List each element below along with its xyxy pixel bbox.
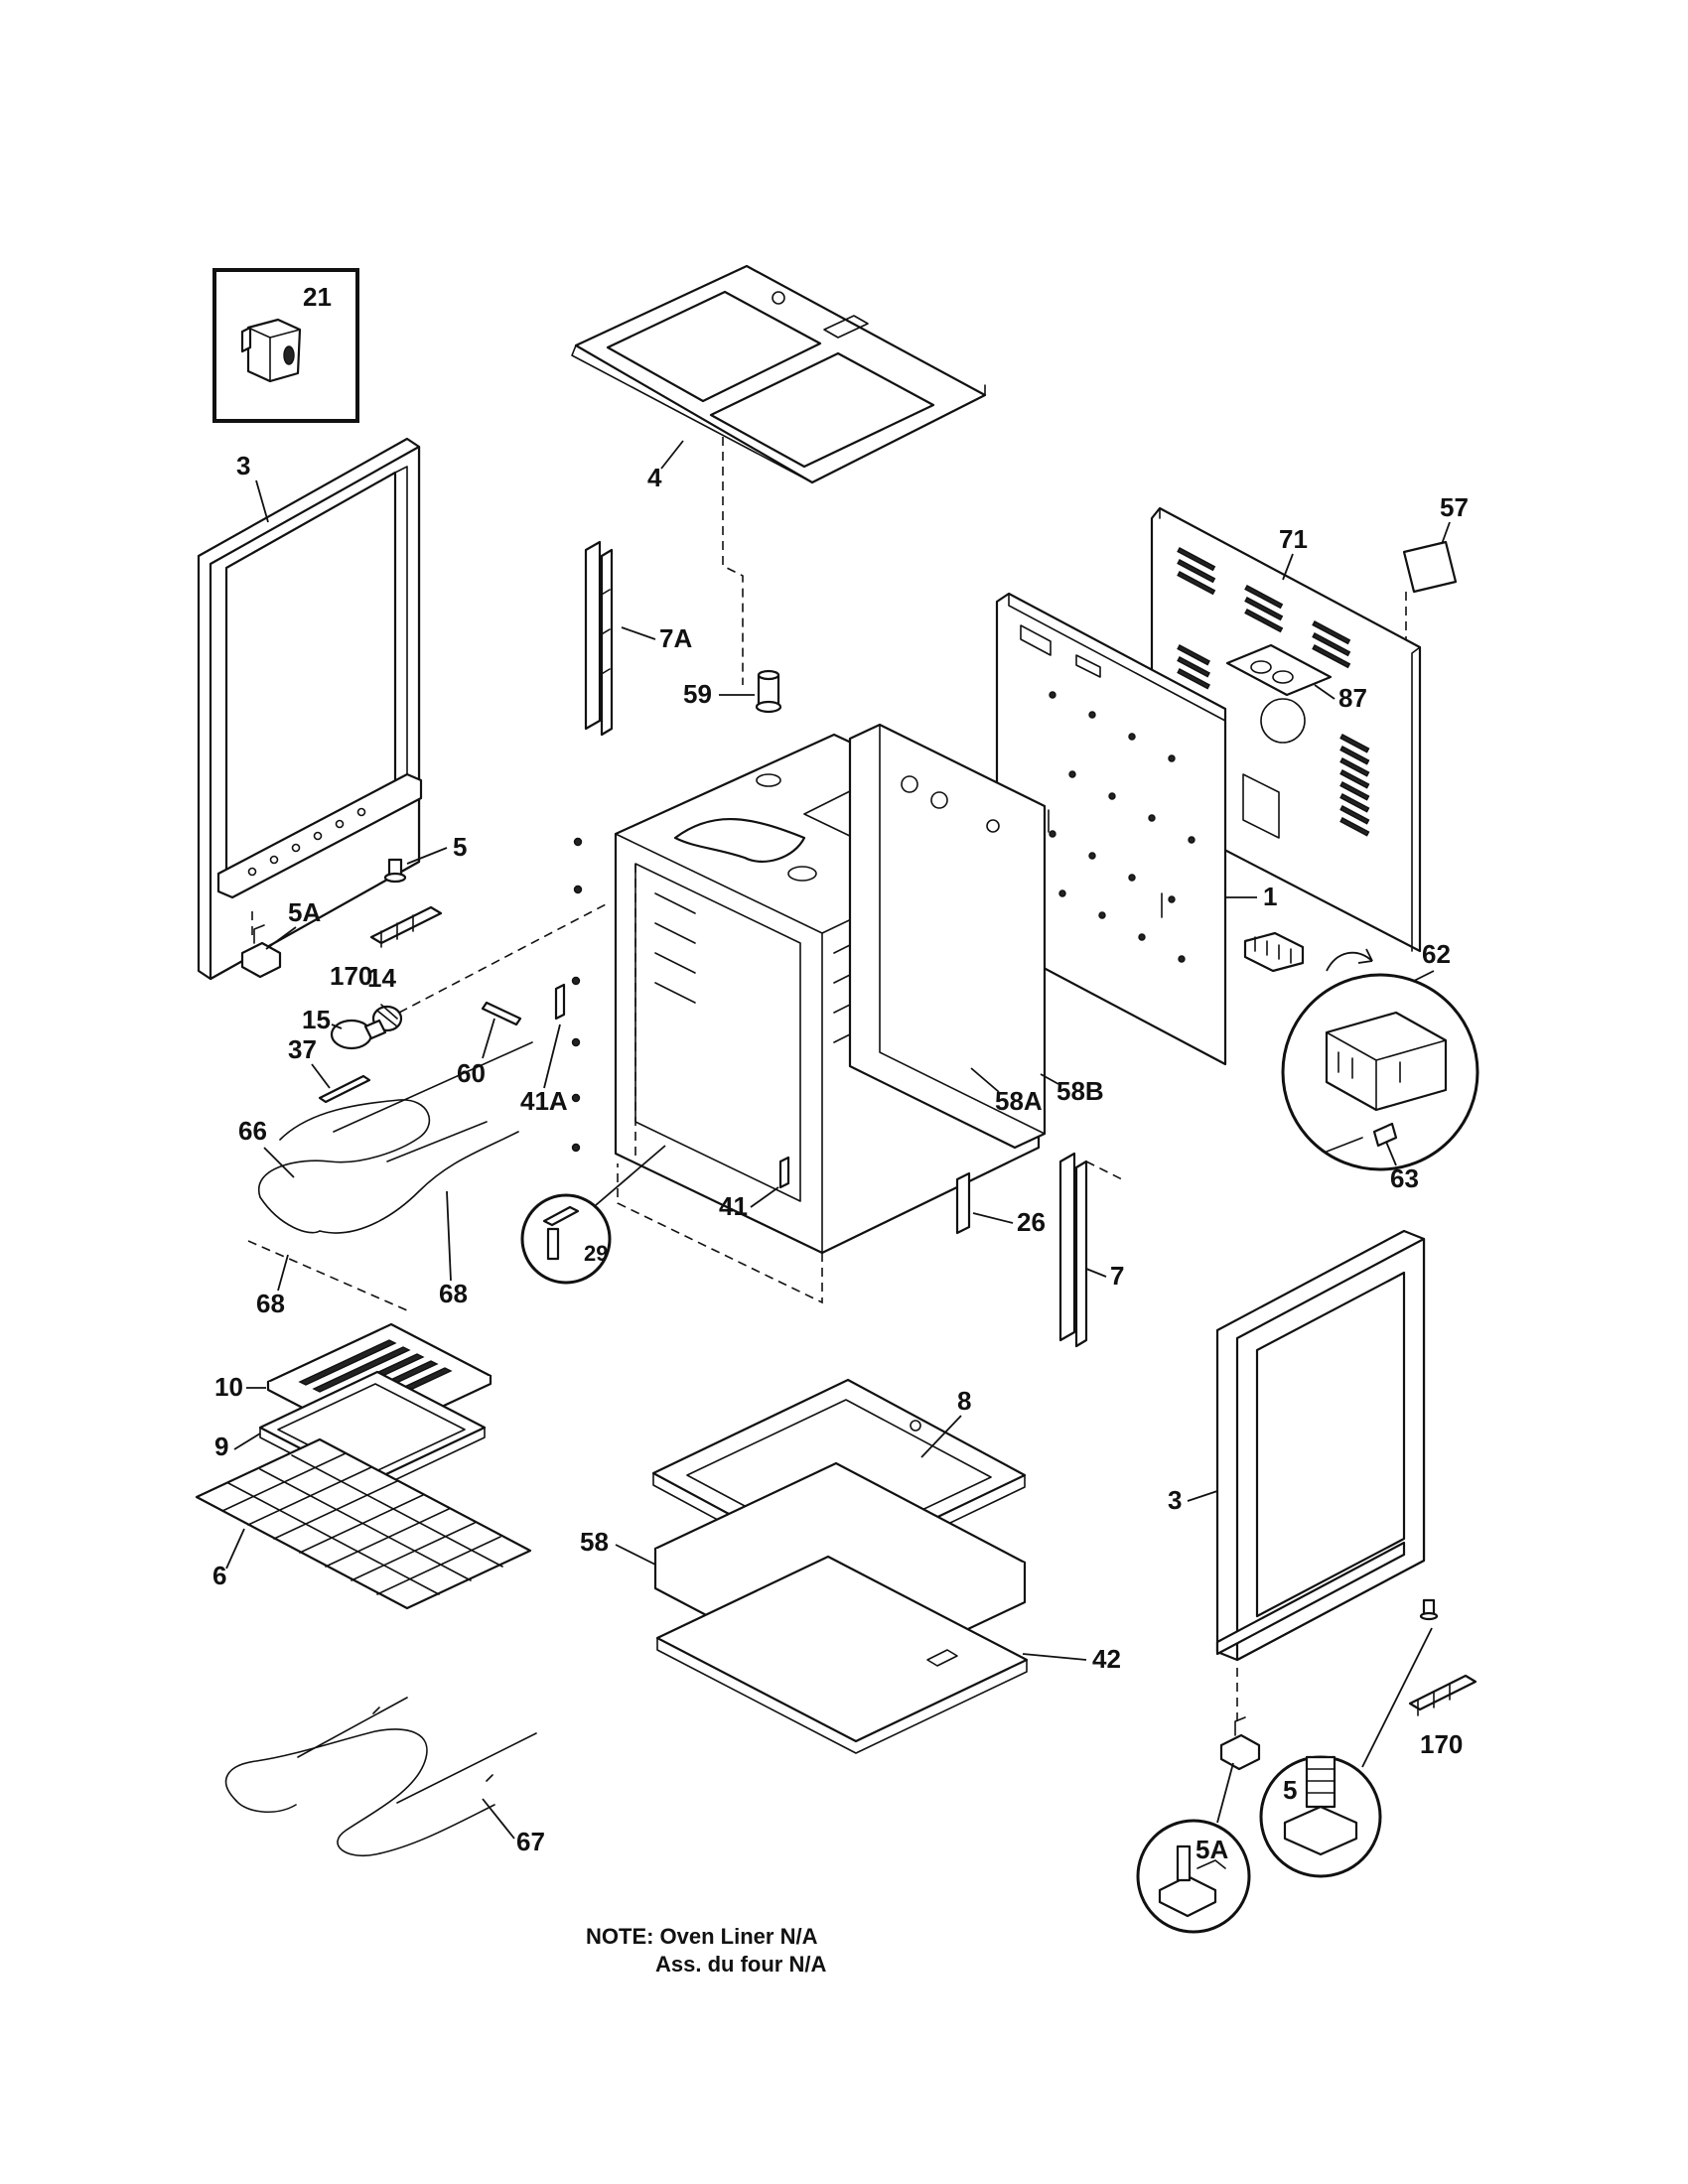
label-170-right: 170	[1420, 1729, 1463, 1759]
callout-5: 5	[1259, 1627, 1433, 1878]
back-panel-1: 1	[995, 592, 1277, 1066]
label-29: 29	[584, 1241, 608, 1266]
label-41: 41	[719, 1191, 748, 1221]
label-67: 67	[516, 1827, 545, 1856]
plate-57: 57	[1402, 492, 1469, 731]
part-26: 26	[955, 1171, 1046, 1237]
label-9: 9	[214, 1432, 228, 1461]
note-line-1: NOTE: Oven Liner N/A	[586, 1924, 818, 1949]
label-37: 37	[288, 1034, 317, 1064]
label-68-left: 68	[256, 1289, 285, 1318]
bracket-41: 41	[719, 1156, 790, 1221]
label-5A-left: 5A	[288, 897, 321, 927]
anti-tip-170-right: 170	[1408, 1674, 1477, 1759]
leg-5-small: 5	[383, 832, 467, 884]
label-71: 71	[1279, 524, 1308, 554]
label-170-left: 170	[330, 961, 372, 991]
bracket-41A: 41A	[520, 983, 568, 1116]
label-4: 4	[647, 463, 662, 492]
left-door-3: 3	[197, 437, 423, 981]
label-10: 10	[214, 1372, 243, 1402]
leg-bracket-5A-small: 5A	[240, 897, 321, 979]
callout-5A: 5A	[1136, 1762, 1251, 1934]
label-41A: 41A	[520, 1086, 568, 1116]
label-3-right: 3	[1168, 1485, 1182, 1515]
clip-60: 60	[457, 1001, 522, 1088]
label-63: 63	[1390, 1163, 1419, 1193]
door-bottom-42: 42	[655, 1555, 1121, 1754]
socket-59: 59	[683, 669, 782, 714]
label-58A: 58A	[995, 1086, 1043, 1116]
label-14: 14	[367, 963, 396, 993]
label-87: 87	[1338, 683, 1367, 713]
label-5A-right: 5A	[1196, 1835, 1228, 1864]
label-15: 15	[302, 1005, 331, 1034]
screws-left	[571, 837, 583, 1153]
label-58: 58	[580, 1527, 609, 1557]
rack-support-7A: 7A	[584, 540, 692, 737]
leg-bracket-5A-small-right	[1219, 1716, 1261, 1771]
inset-part-21: 21	[212, 268, 359, 423]
oven-rack-6: 6	[195, 1437, 532, 1610]
sensor-37: 37	[288, 1034, 371, 1104]
label-7A: 7A	[659, 623, 692, 653]
terminal-block-small	[1243, 931, 1305, 973]
label-7: 7	[1110, 1261, 1124, 1291]
label-5-right: 5	[1283, 1775, 1297, 1805]
note-line-2: Ass. du four N/A	[655, 1952, 826, 1977]
label-68-right: 68	[439, 1279, 468, 1308]
label-26: 26	[1017, 1207, 1046, 1237]
top-panel-4: 4	[571, 264, 987, 492]
label-62: 62	[1422, 939, 1451, 969]
knob-21-icon	[240, 318, 302, 383]
callout-29: 29	[520, 1145, 666, 1285]
label-58B: 58B	[1056, 1076, 1104, 1106]
leg-5-small-right	[1419, 1598, 1439, 1621]
label-3-left: 3	[236, 451, 250, 480]
anti-tip-170-left: 170	[330, 905, 443, 991]
note: NOTE: Oven Liner N/A Ass. du four N/A	[586, 1924, 826, 1977]
gasket-87: 87	[1225, 643, 1367, 713]
label-21: 21	[303, 282, 332, 312]
label-66: 66	[238, 1116, 267, 1146]
label-57: 57	[1440, 492, 1469, 522]
right-door-3: 3	[1168, 1229, 1426, 1662]
element-66: 66	[238, 1041, 533, 1234]
lamp-socket-14: 14	[367, 963, 403, 1032]
broil-element-67: 67	[224, 1697, 545, 1857]
label-60: 60	[457, 1058, 486, 1088]
label-8: 8	[957, 1386, 971, 1416]
label-42: 42	[1092, 1644, 1121, 1674]
rack-support-7: 7	[1058, 1152, 1124, 1348]
bulb-15: 15	[302, 1005, 387, 1050]
label-59: 59	[683, 679, 712, 709]
callout-62: 62 63	[1281, 939, 1479, 1193]
label-6: 6	[212, 1561, 226, 1590]
label-1: 1	[1263, 882, 1277, 911]
insulation-58B: 58A 58B	[848, 723, 1104, 1150]
label-5-left: 5	[453, 832, 467, 862]
